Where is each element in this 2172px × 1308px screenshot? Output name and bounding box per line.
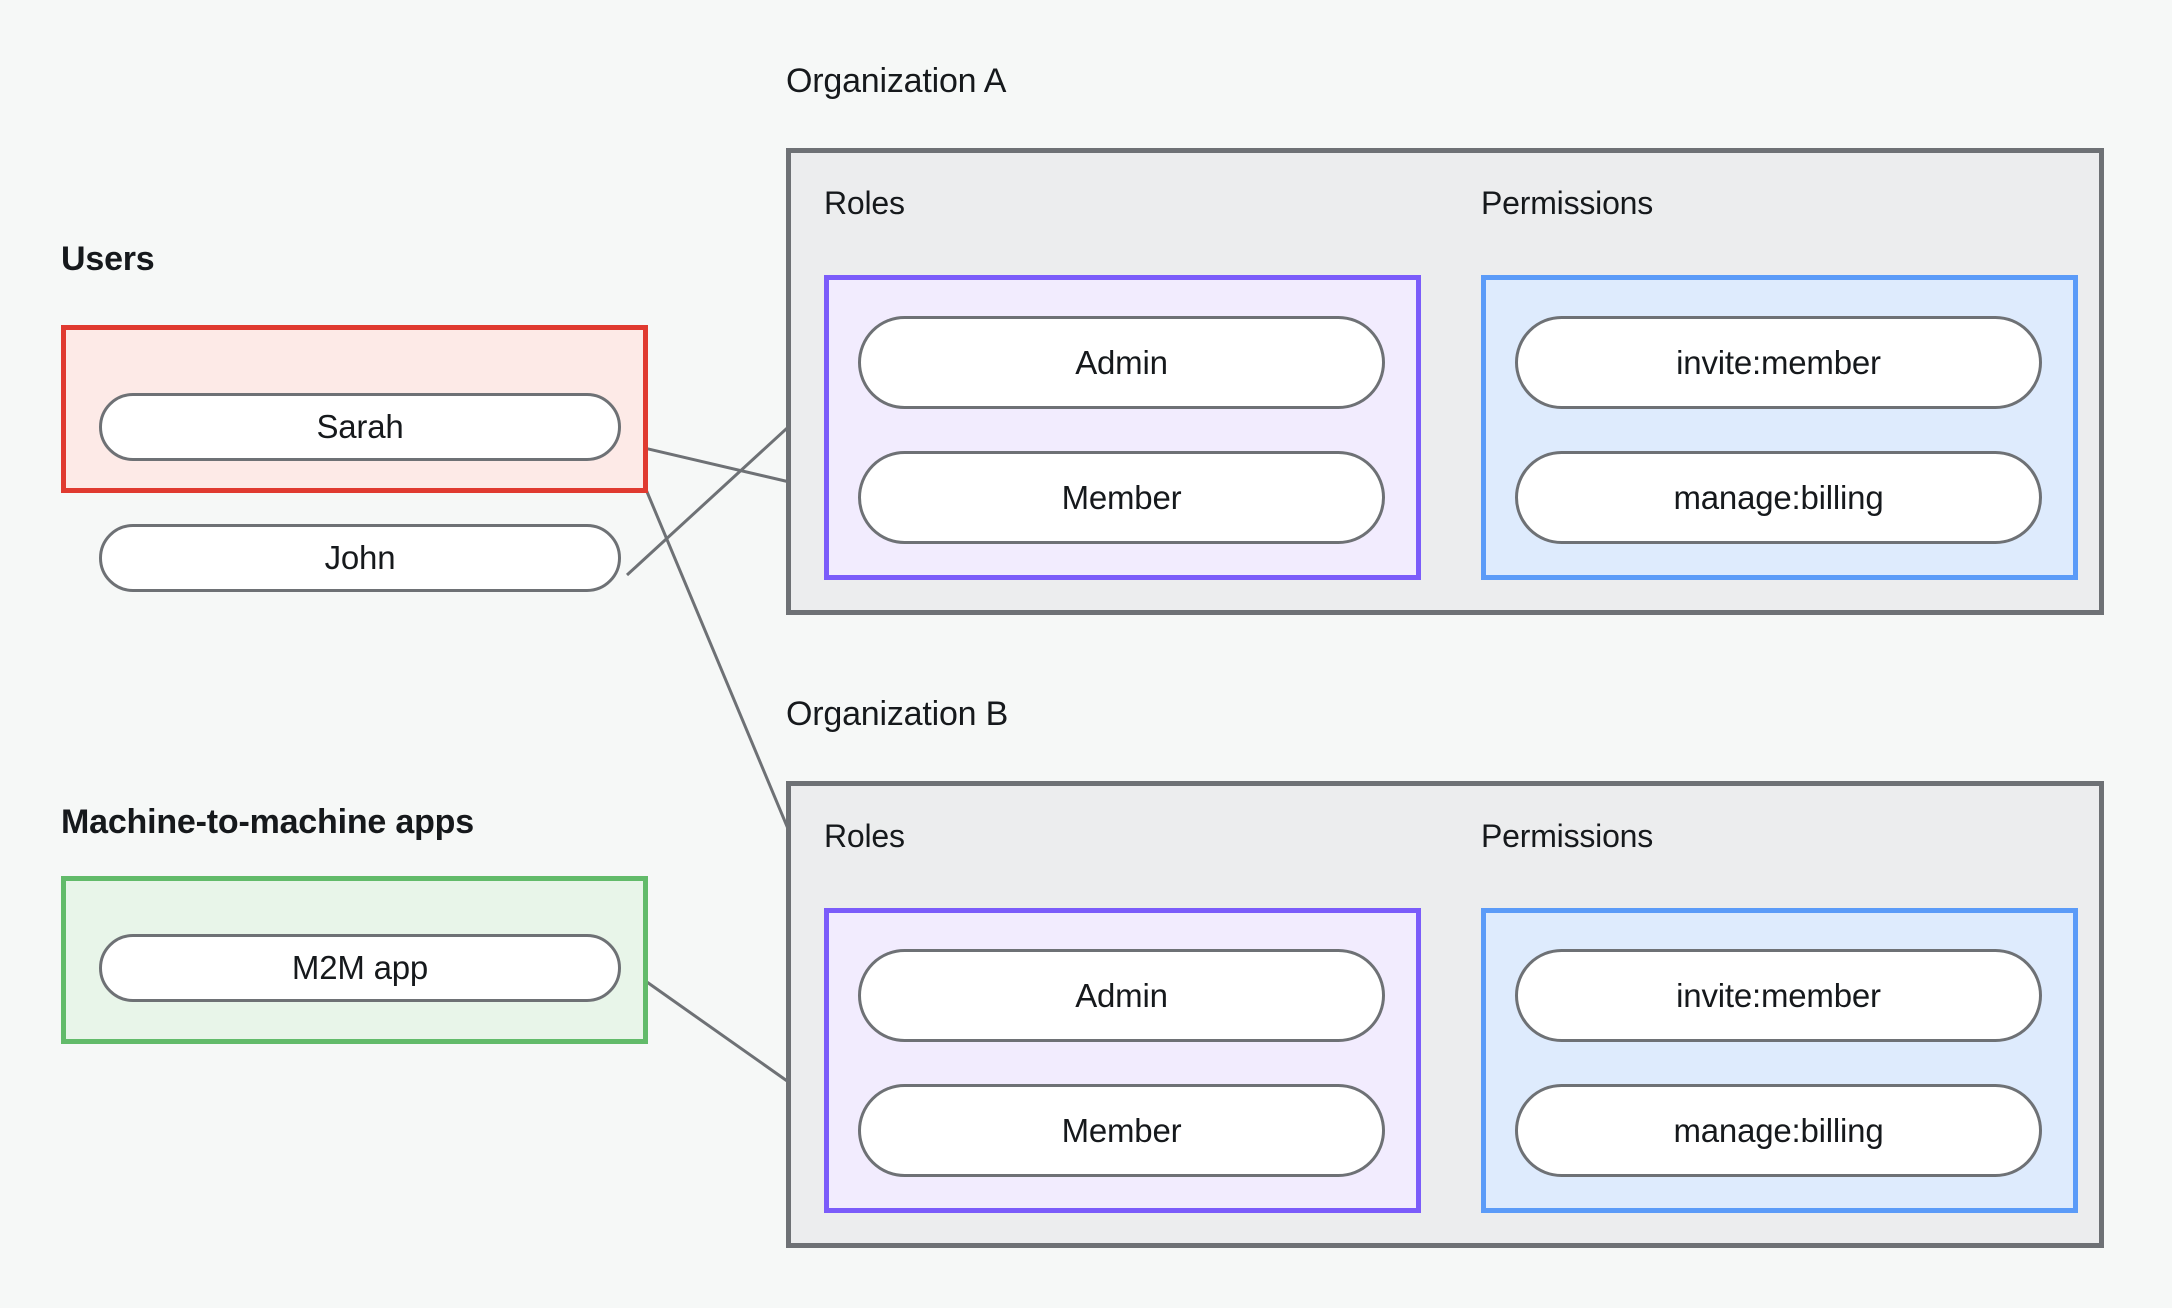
node-org-a-member[interactable]: Member bbox=[858, 451, 1385, 544]
node-m2m-app[interactable]: M2M app bbox=[99, 934, 621, 1002]
org-b-roles-title: Roles bbox=[824, 818, 905, 854]
node-org-a-admin[interactable]: Admin bbox=[858, 316, 1385, 409]
organization-a-title: Organization A bbox=[786, 62, 1007, 100]
node-john[interactable]: John bbox=[99, 524, 621, 592]
org-a-roles-title: Roles bbox=[824, 185, 905, 221]
node-org-b-member[interactable]: Member bbox=[858, 1084, 1385, 1177]
node-sarah[interactable]: Sarah bbox=[99, 393, 621, 461]
node-org-a-invite-member[interactable]: invite:member bbox=[1515, 316, 2042, 409]
org-b-permissions-title: Permissions bbox=[1481, 818, 1654, 854]
organization-b-title: Organization B bbox=[786, 695, 1009, 733]
node-org-a-manage-billing[interactable]: manage:billing bbox=[1515, 451, 2042, 544]
node-org-b-admin[interactable]: Admin bbox=[858, 949, 1385, 1042]
m2m-group-title: Machine-to-machine apps bbox=[61, 803, 474, 841]
node-org-b-manage-billing[interactable]: manage:billing bbox=[1515, 1084, 2042, 1177]
users-group-title: Users bbox=[61, 240, 155, 278]
org-a-permissions-title: Permissions bbox=[1481, 185, 1654, 221]
node-org-b-invite-member[interactable]: invite:member bbox=[1515, 949, 2042, 1042]
